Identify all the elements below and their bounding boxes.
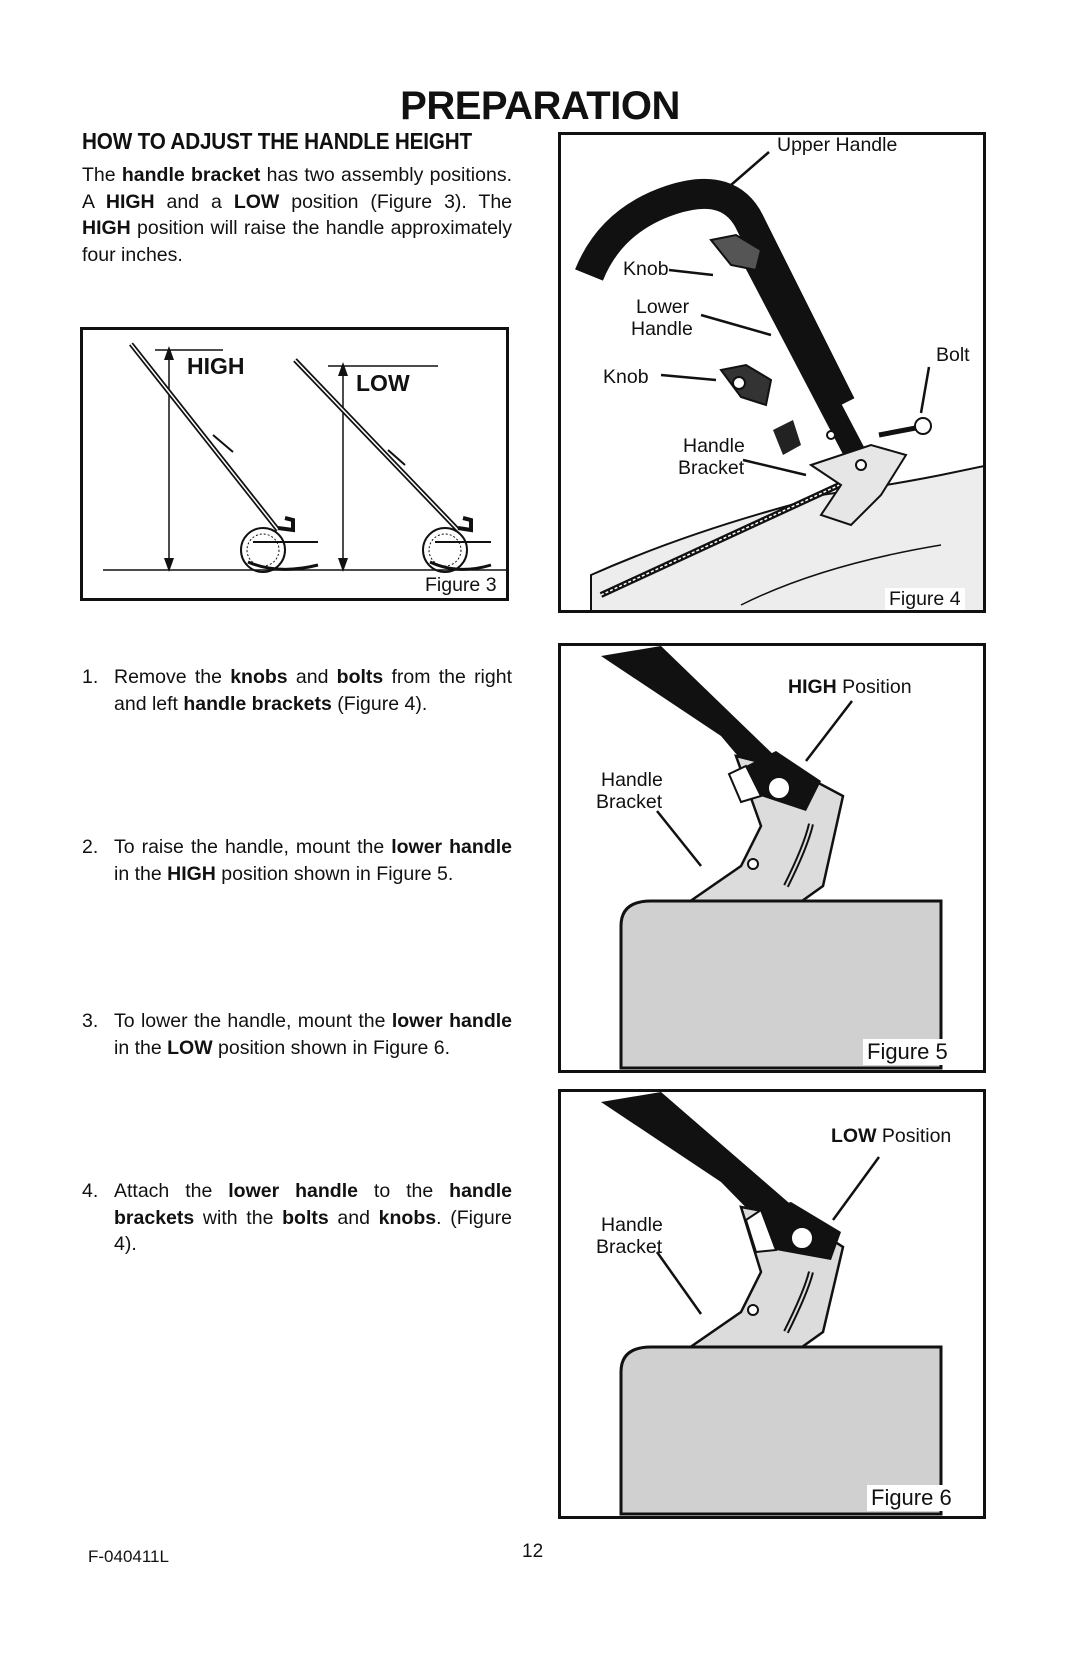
figure-3-illustration: [103, 342, 506, 573]
intro-bold: HIGH: [82, 217, 131, 239]
step-bold-part: LOW: [167, 1036, 213, 1059]
figure-3-caption: Figure 3: [421, 574, 501, 597]
intro-text: position (Figure 3). The: [279, 190, 513, 213]
knob-top-label: Knob: [623, 258, 669, 280]
step-text-part: Remove the: [114, 666, 231, 688]
footer-code: F-040411L: [88, 1547, 169, 1566]
low-position-bold: LOW: [831, 1125, 877, 1147]
high-position-text: Position: [836, 676, 912, 698]
figure-6-caption: Figure 6: [867, 1485, 956, 1511]
low-label: LOW: [356, 370, 410, 396]
handle-bracket-label-1: Handle: [601, 1214, 663, 1236]
step-text-part: position shown in Figure 5.: [215, 862, 454, 885]
intro-bold: LOW: [233, 190, 280, 213]
step-bold-part: handle brackets: [183, 692, 332, 715]
high-label: HIGH: [187, 353, 245, 379]
step-bold-part: knobs: [378, 1206, 437, 1229]
step-text-part: position shown in Figure 6.: [212, 1036, 450, 1059]
step-text-part: To raise the handle, mount the: [114, 836, 392, 858]
step-text-part: with the: [194, 1206, 283, 1229]
page-number: 12: [522, 1541, 544, 1562]
figure-5: HIGH Position Handle Bracket Figure 5: [558, 643, 986, 1073]
intro-text: has two assembly posi­tions. A: [82, 164, 512, 213]
step-text-part: and: [328, 1206, 379, 1229]
step-number: 4.: [82, 1180, 99, 1202]
step-bold-part: bolts: [336, 666, 384, 688]
step-text-part: in the: [114, 1036, 168, 1059]
step-text-part: from the right and left: [114, 666, 513, 715]
step-number: 1.: [82, 666, 99, 688]
step-text-part: . (Figure 4).: [114, 1206, 512, 1256]
intro-text: and a: [154, 190, 234, 213]
knob-mid-label: Knob: [603, 366, 649, 388]
lower-handle-label-1: Lower: [636, 296, 690, 318]
figure-6: LOW Position Handle Bracket Figure 6: [558, 1089, 986, 1519]
step-text: To lower the handle, mount the lower han…: [114, 1008, 512, 1061]
step-text-part: Attach the: [114, 1180, 229, 1202]
low-position-label: LOW Position: [831, 1125, 951, 1147]
step-bold-part: bolts: [282, 1206, 329, 1229]
handle-bracket-label-1: Handle: [601, 769, 663, 791]
step-bold-part: handle brackets: [114, 1180, 512, 1229]
page-title: PREPARATION: [400, 84, 680, 128]
high-position-bold: HIGH: [788, 676, 837, 698]
intro-bold: HIGH: [105, 190, 155, 213]
figure-3: HIGH LOW Figure 3: [80, 327, 509, 601]
upper-handle-label: Upper Handle: [777, 134, 898, 156]
step-bold-part: knobs: [230, 666, 288, 688]
intro-paragraph: The handle bracket has two assembly posi…: [82, 162, 512, 268]
figure-4: Upper Handle Knob Lower Handle Knob Bolt…: [558, 132, 986, 613]
intro-text: position will raise the handle ap­proxim…: [82, 217, 512, 266]
step-3: 3. To lower the handle, mount the lower …: [82, 1008, 512, 1061]
step-text-part: To lower the handle, mount the: [114, 1010, 392, 1032]
step-text-part: to the: [357, 1180, 450, 1202]
step-text-part: and: [287, 666, 337, 688]
figure-6-illustration: [601, 1092, 943, 1516]
step-number: 3.: [82, 1010, 99, 1032]
intro-text: The: [82, 164, 122, 186]
step-bold-part: lower han­dle: [391, 1010, 512, 1032]
low-position-text: Position: [876, 1125, 952, 1147]
step-text: Remove the knobs and bolts from the righ…: [114, 664, 512, 717]
step-bold-part: lower han­dle: [391, 836, 512, 858]
step-number: 2.: [82, 836, 99, 858]
handle-bracket-label-2: Bracket: [678, 457, 745, 479]
step-bold-part: HIGH: [167, 862, 216, 885]
figure-5-illustration: [601, 646, 943, 1070]
figure-4-illustration: [575, 151, 983, 610]
figure-5-caption: Figure 5: [863, 1039, 952, 1065]
step-1: 1. Remove the knobs and bolts from the r…: [82, 664, 512, 717]
lower-handle-label-2: Handle: [631, 318, 693, 340]
high-position-label: HIGH Position: [788, 676, 912, 698]
step-text-part: (Figure 4).: [331, 692, 428, 715]
handle-bracket-label-2: Bracket: [596, 791, 663, 813]
step-2: 2. To raise the handle, mount the lower …: [82, 834, 512, 887]
step-text: Attach the lower handle to the handle br…: [114, 1178, 512, 1258]
handle-bracket-label-1: Handle: [683, 435, 745, 457]
bolt-label: Bolt: [936, 344, 970, 366]
intro-bold: handle bracket: [121, 164, 261, 186]
step-4: 4. Attach the lower handle to the handle…: [82, 1178, 512, 1258]
figure-4-caption: Figure 4: [885, 588, 965, 610]
handle-bracket-label-2: Bracket: [596, 1236, 663, 1258]
step-bold-part: lower handle: [228, 1180, 358, 1202]
step-text: To raise the handle, mount the lower han…: [114, 834, 512, 887]
step-text-part: in the: [114, 862, 168, 885]
section-heading: HOW TO ADJUST THE HANDLE HEIGHT: [82, 128, 473, 154]
